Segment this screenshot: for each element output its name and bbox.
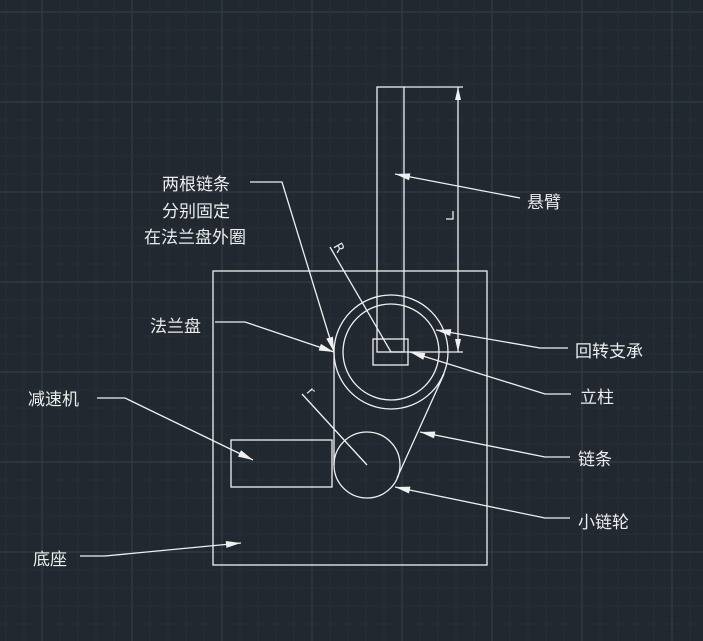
radius-dim-text: R xyxy=(330,241,348,256)
label-chain-note-3[interactable]: 在法兰盘外圈 xyxy=(144,228,246,248)
leader-reducer-arrowhead xyxy=(237,450,253,460)
small-radius-dim-line xyxy=(301,393,368,466)
arm-rect xyxy=(376,86,405,353)
leader-base-arrowhead xyxy=(225,540,241,548)
leader-arm-arrowhead xyxy=(395,173,411,181)
leader-base xyxy=(80,542,242,557)
leader-small-sprocket xyxy=(394,486,570,519)
label-chain-note-2[interactable]: 分别固定 xyxy=(162,202,230,222)
leader-chain-note xyxy=(250,181,335,353)
label-flange[interactable]: 法兰盘 xyxy=(150,317,201,337)
radius-dim-line xyxy=(329,246,392,353)
dim-text-mark xyxy=(446,211,454,220)
small-radius-dim-text: r xyxy=(303,385,318,399)
leader-flange-arrowhead xyxy=(318,343,334,352)
base-rect xyxy=(212,270,488,566)
leader-flange xyxy=(215,321,335,353)
leaders xyxy=(80,173,571,557)
leader-chain xyxy=(419,431,570,458)
label-small-sprocket[interactable]: 小链轮 xyxy=(578,513,629,533)
leader-column xyxy=(409,351,571,395)
label-reducer[interactable]: 减速机 xyxy=(28,390,79,410)
leader-column-arrowhead xyxy=(410,352,426,360)
leader-slewing-bearing xyxy=(435,329,568,349)
leader-small-sprocket-arrowhead xyxy=(395,486,411,494)
reducer-rect xyxy=(230,439,333,488)
leader-chain-note-arrowhead xyxy=(326,336,334,352)
dim-arrow-bottom xyxy=(455,339,461,352)
leader-arm xyxy=(394,173,521,199)
chain-right xyxy=(396,373,445,479)
label-chain-note-1[interactable]: 两根链条 xyxy=(162,175,230,195)
label-base[interactable]: 底座 xyxy=(33,550,67,570)
leader-slewing-bearing-arrowhead xyxy=(436,329,452,337)
label-column[interactable]: 立柱 xyxy=(580,388,614,408)
leader-chain-arrowhead xyxy=(420,431,436,439)
label-arm[interactable]: 悬臂 xyxy=(527,193,561,213)
dim-arrow-top xyxy=(455,87,461,100)
leader-reducer xyxy=(97,397,254,461)
label-slewing-bearing[interactable]: 回转支承 xyxy=(575,342,643,362)
label-chain[interactable]: 链条 xyxy=(578,450,612,470)
